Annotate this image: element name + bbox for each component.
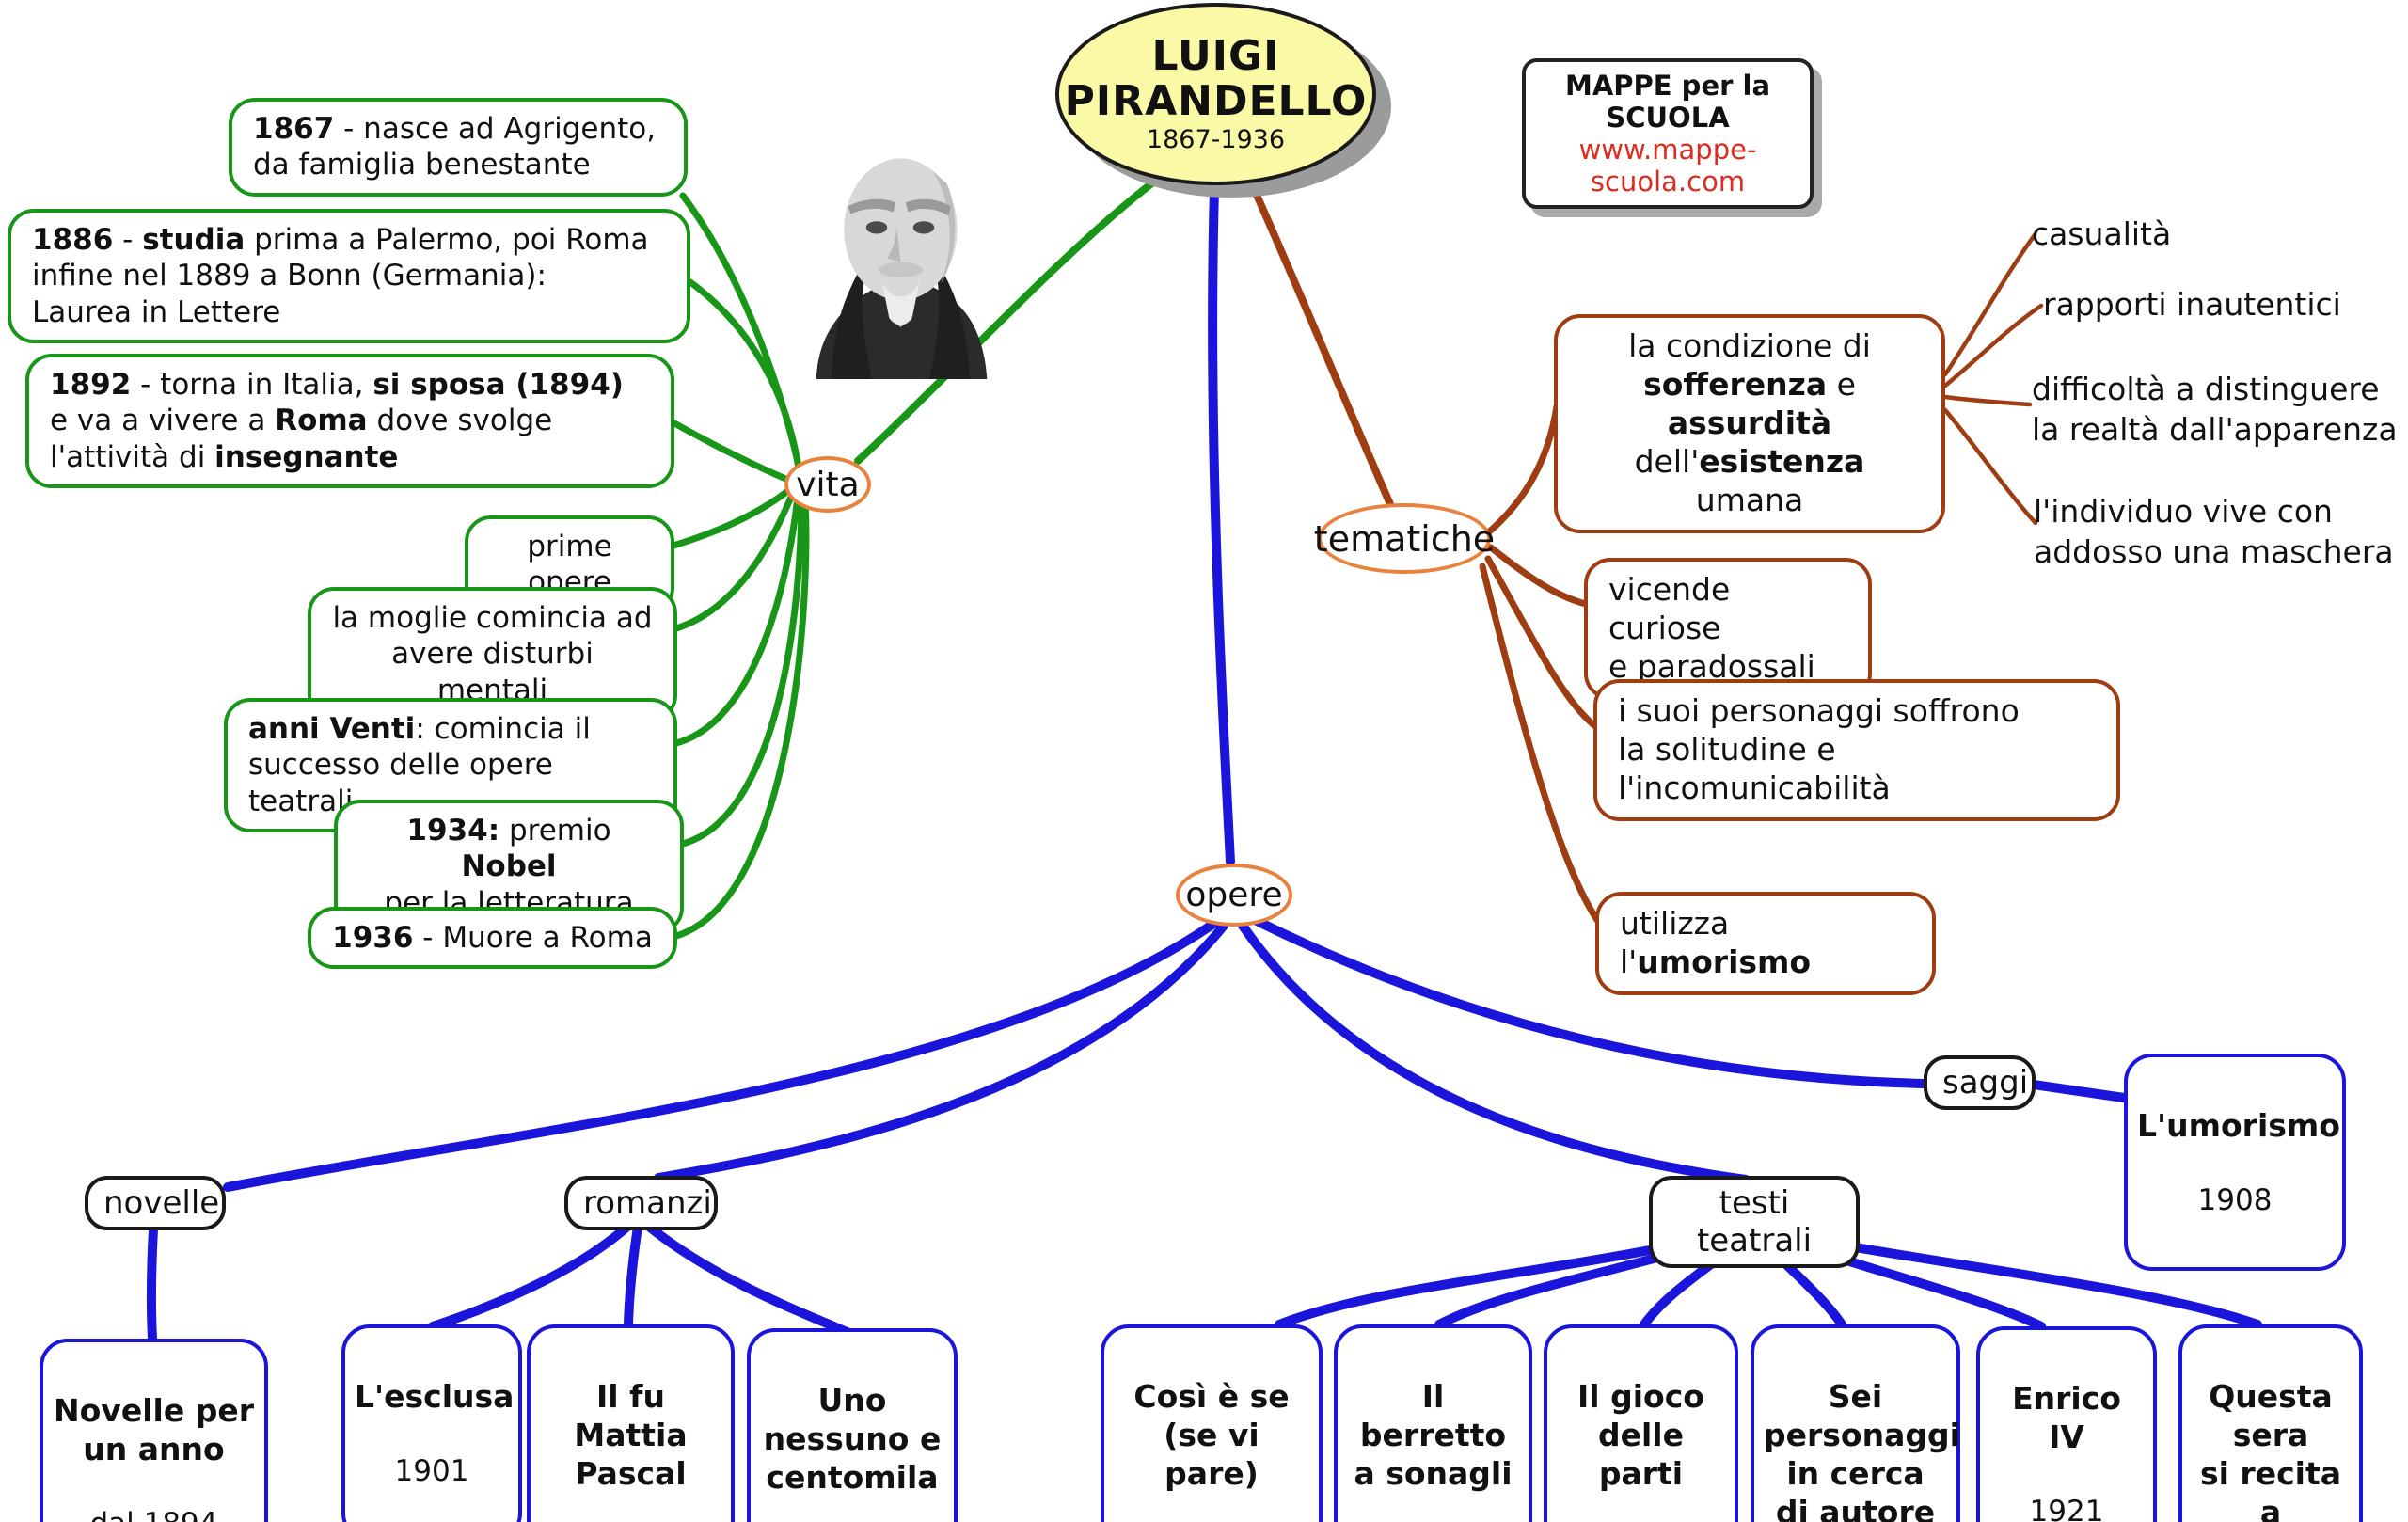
edge-condizione-casualita [1942, 232, 2037, 377]
category-testi-teatrali: testi teatrali [1649, 1176, 1860, 1268]
twig-casualita: casualità [2032, 215, 2172, 252]
work-title: Il gioco delle parti [1577, 1377, 1704, 1493]
edge-saggi-umorismo [2029, 1080, 2129, 1102]
work-questa-sera: Questa sera si recita a soggetto 1929 [2178, 1324, 2363, 1522]
theme-umorismo: utilizza l'umorismo [1595, 892, 1936, 995]
work-uno-nessuno: Uno nessuno e centomila 1926 [747, 1328, 958, 1522]
twig-individuo: l'individuo vive con addosso una mascher… [2034, 493, 2394, 570]
work-year: 1921 [2029, 1494, 2104, 1522]
node-vita-label: vita [796, 465, 860, 504]
work-cosi-e-se: Così è se (se vi pare) 1917 [1101, 1324, 1323, 1522]
work-title: Questa sera si recita a soggetto [2199, 1377, 2341, 1522]
site-badge: MAPPE per la SCUOLA www.mappe-scuola.com [1522, 58, 1814, 209]
central-topic: LUIGI PIRANDELLO 1867-1936 [1055, 3, 1376, 185]
work-title: Enrico IV [2012, 1379, 2121, 1455]
work-title: Novelle per un anno [54, 1391, 254, 1467]
work-l-umorismo: L'umorismo 1908 [2124, 1054, 2346, 1271]
central-topic-name: LUIGI PIRANDELLO [1064, 31, 1368, 125]
pirandello-photo [816, 158, 988, 379]
fact-1892: 1892 - torna in Italia, si sposa (1894) … [25, 354, 674, 489]
work-esclusa: L'esclusa 1901 [341, 1324, 522, 1522]
central-topic-years: 1867-1936 [1146, 125, 1286, 155]
edge-tematiche-umorismo [1479, 563, 1601, 924]
work-title: L'umorismo [2137, 1106, 2340, 1144]
work-title: Il berretto a sonagli [1354, 1377, 1513, 1493]
edge-title-vita [854, 164, 1177, 465]
edge-vita-anni-venti [673, 493, 801, 747]
theme-vicende: vicende curiose e paradossali [1584, 558, 1872, 700]
node-vita: vita [784, 456, 871, 513]
edge-title-opere [1208, 183, 1235, 866]
badge-title: MAPPE per la SCUOLA [1564, 70, 1771, 134]
edge-opere-testi [1238, 921, 1751, 1184]
work-enrico-iv: Enrico IV 1921 [1976, 1326, 2157, 1522]
fact-1936: 1936 - Muore a Roma [308, 907, 677, 970]
edge-condizione-rapporti [1942, 303, 2044, 388]
work-title: Così è se (se vi pare) [1133, 1377, 1290, 1493]
node-tematiche: tematiche [1314, 503, 1495, 574]
category-saggi: saggi [1924, 1055, 2036, 1110]
work-title: Sei personaggi in cerca di autore [1764, 1377, 1960, 1522]
edge-opere-romanzi [654, 921, 1228, 1182]
theme-personaggi: i suoi personaggi soffrono la solitudine… [1593, 679, 2120, 821]
edge-romanzi-uno [644, 1222, 856, 1339]
fact-1886: 1886 - studia prima a Palermo, poi Roma … [8, 209, 690, 344]
edge-vita-1886 [687, 278, 803, 479]
badge-url: www.mappe-scuola.com [1578, 134, 1757, 198]
work-title: Uno nessuno e centomila [763, 1381, 942, 1497]
work-mattia-pascal: Il fu Mattia Pascal 1904 [527, 1324, 735, 1522]
category-romanzi: romanzi [564, 1176, 718, 1230]
edge-opere-saggi [1246, 913, 1928, 1088]
work-year: 1908 [2197, 1182, 2273, 1217]
work-title: Il fu Mattia Pascal [574, 1377, 688, 1493]
work-sei-personaggi: Sei personaggi in cerca di autore 1921 [1751, 1324, 1960, 1522]
edge-romanzi-mattia [624, 1222, 642, 1329]
edge-vita-1892 [671, 420, 797, 485]
work-year: dal 1894 [53, 1506, 255, 1522]
edge-vita-moglie [673, 489, 797, 632]
twig-rapporti: rapporti inautentici [2043, 286, 2341, 323]
edge-tematiche-personaggi [1484, 555, 1599, 730]
edge-vita-prime-opere [670, 485, 794, 549]
category-novelle: novelle [85, 1176, 226, 1230]
edge-condizione-difficolta [1942, 394, 2033, 407]
work-gioco-parti: Il gioco delle parti 1918 [1544, 1324, 1738, 1522]
edge-tematiche-condizione [1482, 403, 1560, 538]
edge-title-tematiche [1248, 181, 1394, 508]
edge-condizione-individuo [1942, 407, 2038, 526]
edge-opere-novelle [223, 917, 1221, 1192]
twig-difficolta: difficoltà a distinguere la realtà dall'… [2032, 371, 2398, 448]
work-year: 1901 [394, 1453, 469, 1488]
edge-vita-1936 [673, 497, 810, 940]
edge-romanzi-esclusa [428, 1221, 633, 1331]
node-opere-label: opere [1185, 876, 1283, 914]
edge-vita-1934 [679, 495, 805, 848]
work-title: L'esclusa [355, 1377, 515, 1415]
node-tematiche-label: tematiche [1313, 517, 1496, 560]
theme-condizione: la condizione di sofferenza e assurdità … [1554, 314, 1945, 533]
work-berretto: Il berretto a sonagli 1917 [1334, 1324, 1532, 1522]
fact-1867: 1867 - nasce ad Agrigento, da famiglia b… [229, 98, 688, 197]
edge-tematiche-vicende [1487, 544, 1590, 608]
node-opere: opere [1176, 864, 1292, 927]
edge-novelle-novelle-anno [146, 1225, 158, 1343]
work-novelle-per-un-anno: Novelle per un anno dal 1894 [40, 1339, 268, 1522]
